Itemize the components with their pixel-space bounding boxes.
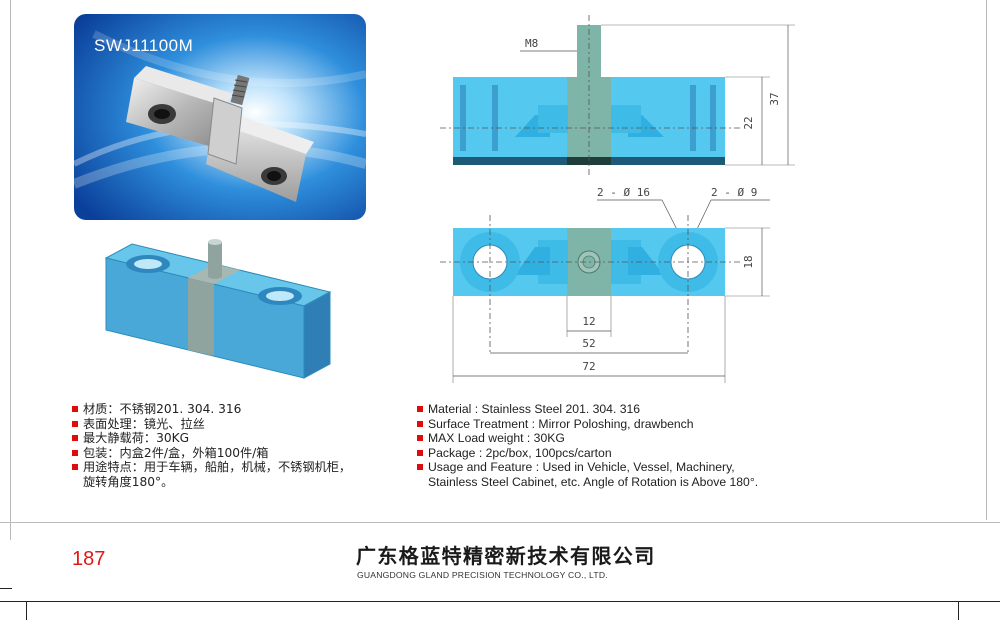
- bottom-rule: [0, 601, 1000, 602]
- specs-chinese: 材质：不锈钢201. 304. 316 表面处理：镜光、拉丝 最大静载荷：30K…: [72, 402, 351, 490]
- dim-length: 72: [582, 360, 595, 373]
- isometric-model-image: [104, 239, 332, 379]
- spec-text: Package : 2pc/box, 100pcs/carton: [428, 445, 612, 460]
- bullet-icon: [417, 464, 423, 471]
- hole-small-label: 2 - Ø 9: [711, 186, 757, 199]
- crop-mark: [26, 601, 27, 620]
- product-model-label: SWJ11100M: [94, 36, 194, 55]
- spec-text: MAX Load weight : 30KG: [428, 431, 565, 446]
- spec-item: 最大静载荷：30KG: [72, 431, 351, 446]
- spec-continuation: 旋转角度180°。: [83, 474, 174, 489]
- spec-text: 材质：不锈钢201. 304. 316: [83, 402, 242, 416]
- specs-english: Material : Stainless Steel 201. 304. 316…: [417, 402, 758, 490]
- dim-height-body: 22: [742, 116, 755, 129]
- spec-text: 最大静载荷：30KG: [83, 431, 190, 446]
- bullet-icon: [417, 420, 423, 427]
- spec-text: 表面处理：镜光、拉丝: [83, 416, 205, 431]
- bullet-icon: [417, 406, 423, 412]
- bullet-icon: [417, 449, 423, 456]
- page-number: 187: [72, 548, 106, 570]
- spec-item: MAX Load weight : 30KG: [417, 431, 758, 446]
- bullet-icon: [72, 406, 78, 412]
- crop-mark: [0, 588, 12, 589]
- spec-continuation: Stainless Steel Cabinet, etc. Angle of R…: [428, 474, 759, 489]
- spec-item: 用途特点：用于车辆，船舶，机械，不锈钢机柜，: [72, 460, 351, 475]
- bullet-icon: [417, 435, 423, 442]
- footer-separator: [0, 522, 1000, 523]
- spec-text: Material : Stainless Steel 201. 304. 316: [428, 402, 641, 416]
- thread-size-label: M8: [525, 37, 538, 50]
- technical-drawing: M8 37 22 2 - Ø 16 2 - Ø 9: [440, 15, 795, 383]
- dim-width: 18: [742, 255, 755, 268]
- spec-item: Material : Stainless Steel 201. 304. 316: [417, 402, 758, 417]
- dim-center: 12: [582, 315, 595, 328]
- dim-height-total: 37: [768, 92, 781, 105]
- spec-text: 包装：内盒2件/盒，外箱100件/箱: [83, 445, 269, 460]
- crop-mark: [958, 601, 959, 620]
- spec-text: Usage and Feature : Used in Vehicle, Ves…: [428, 460, 735, 475]
- spec-item: Usage and Feature : Used in Vehicle, Ves…: [417, 460, 758, 475]
- spec-text: 用途特点：用于车辆，船舶，机械，不锈钢机柜，: [83, 460, 352, 475]
- bullet-icon: [72, 420, 78, 427]
- bullet-icon: [72, 435, 78, 442]
- company-name-english: GUANGDONG GLAND PRECISION TECHNOLOGY CO.…: [357, 570, 608, 580]
- product-photo-image: [74, 14, 366, 220]
- page-margin-line-left: [10, 0, 11, 540]
- dim-hole-pitch: 52: [582, 337, 595, 350]
- spec-item: 材质：不锈钢201. 304. 316: [72, 402, 351, 417]
- spec-item: 包装：内盒2件/盒，外箱100件/箱: [72, 446, 351, 461]
- company-name-chinese: 广东格蓝特精密新技术有限公司: [356, 544, 656, 568]
- spec-text: Surface Treatment : Mirror Poloshing, dr…: [428, 416, 694, 431]
- spec-item: Package : 2pc/box, 100pcs/carton: [417, 446, 758, 461]
- bullet-icon: [72, 464, 78, 471]
- product-photo: SWJ11100M: [74, 14, 366, 220]
- hole-large-label: 2 - Ø 16: [597, 186, 650, 199]
- spec-item: Surface Treatment : Mirror Poloshing, dr…: [417, 417, 758, 432]
- spec-item: 表面处理：镜光、拉丝: [72, 417, 351, 432]
- bullet-icon: [72, 449, 78, 456]
- page-margin-line-right: [986, 0, 987, 520]
